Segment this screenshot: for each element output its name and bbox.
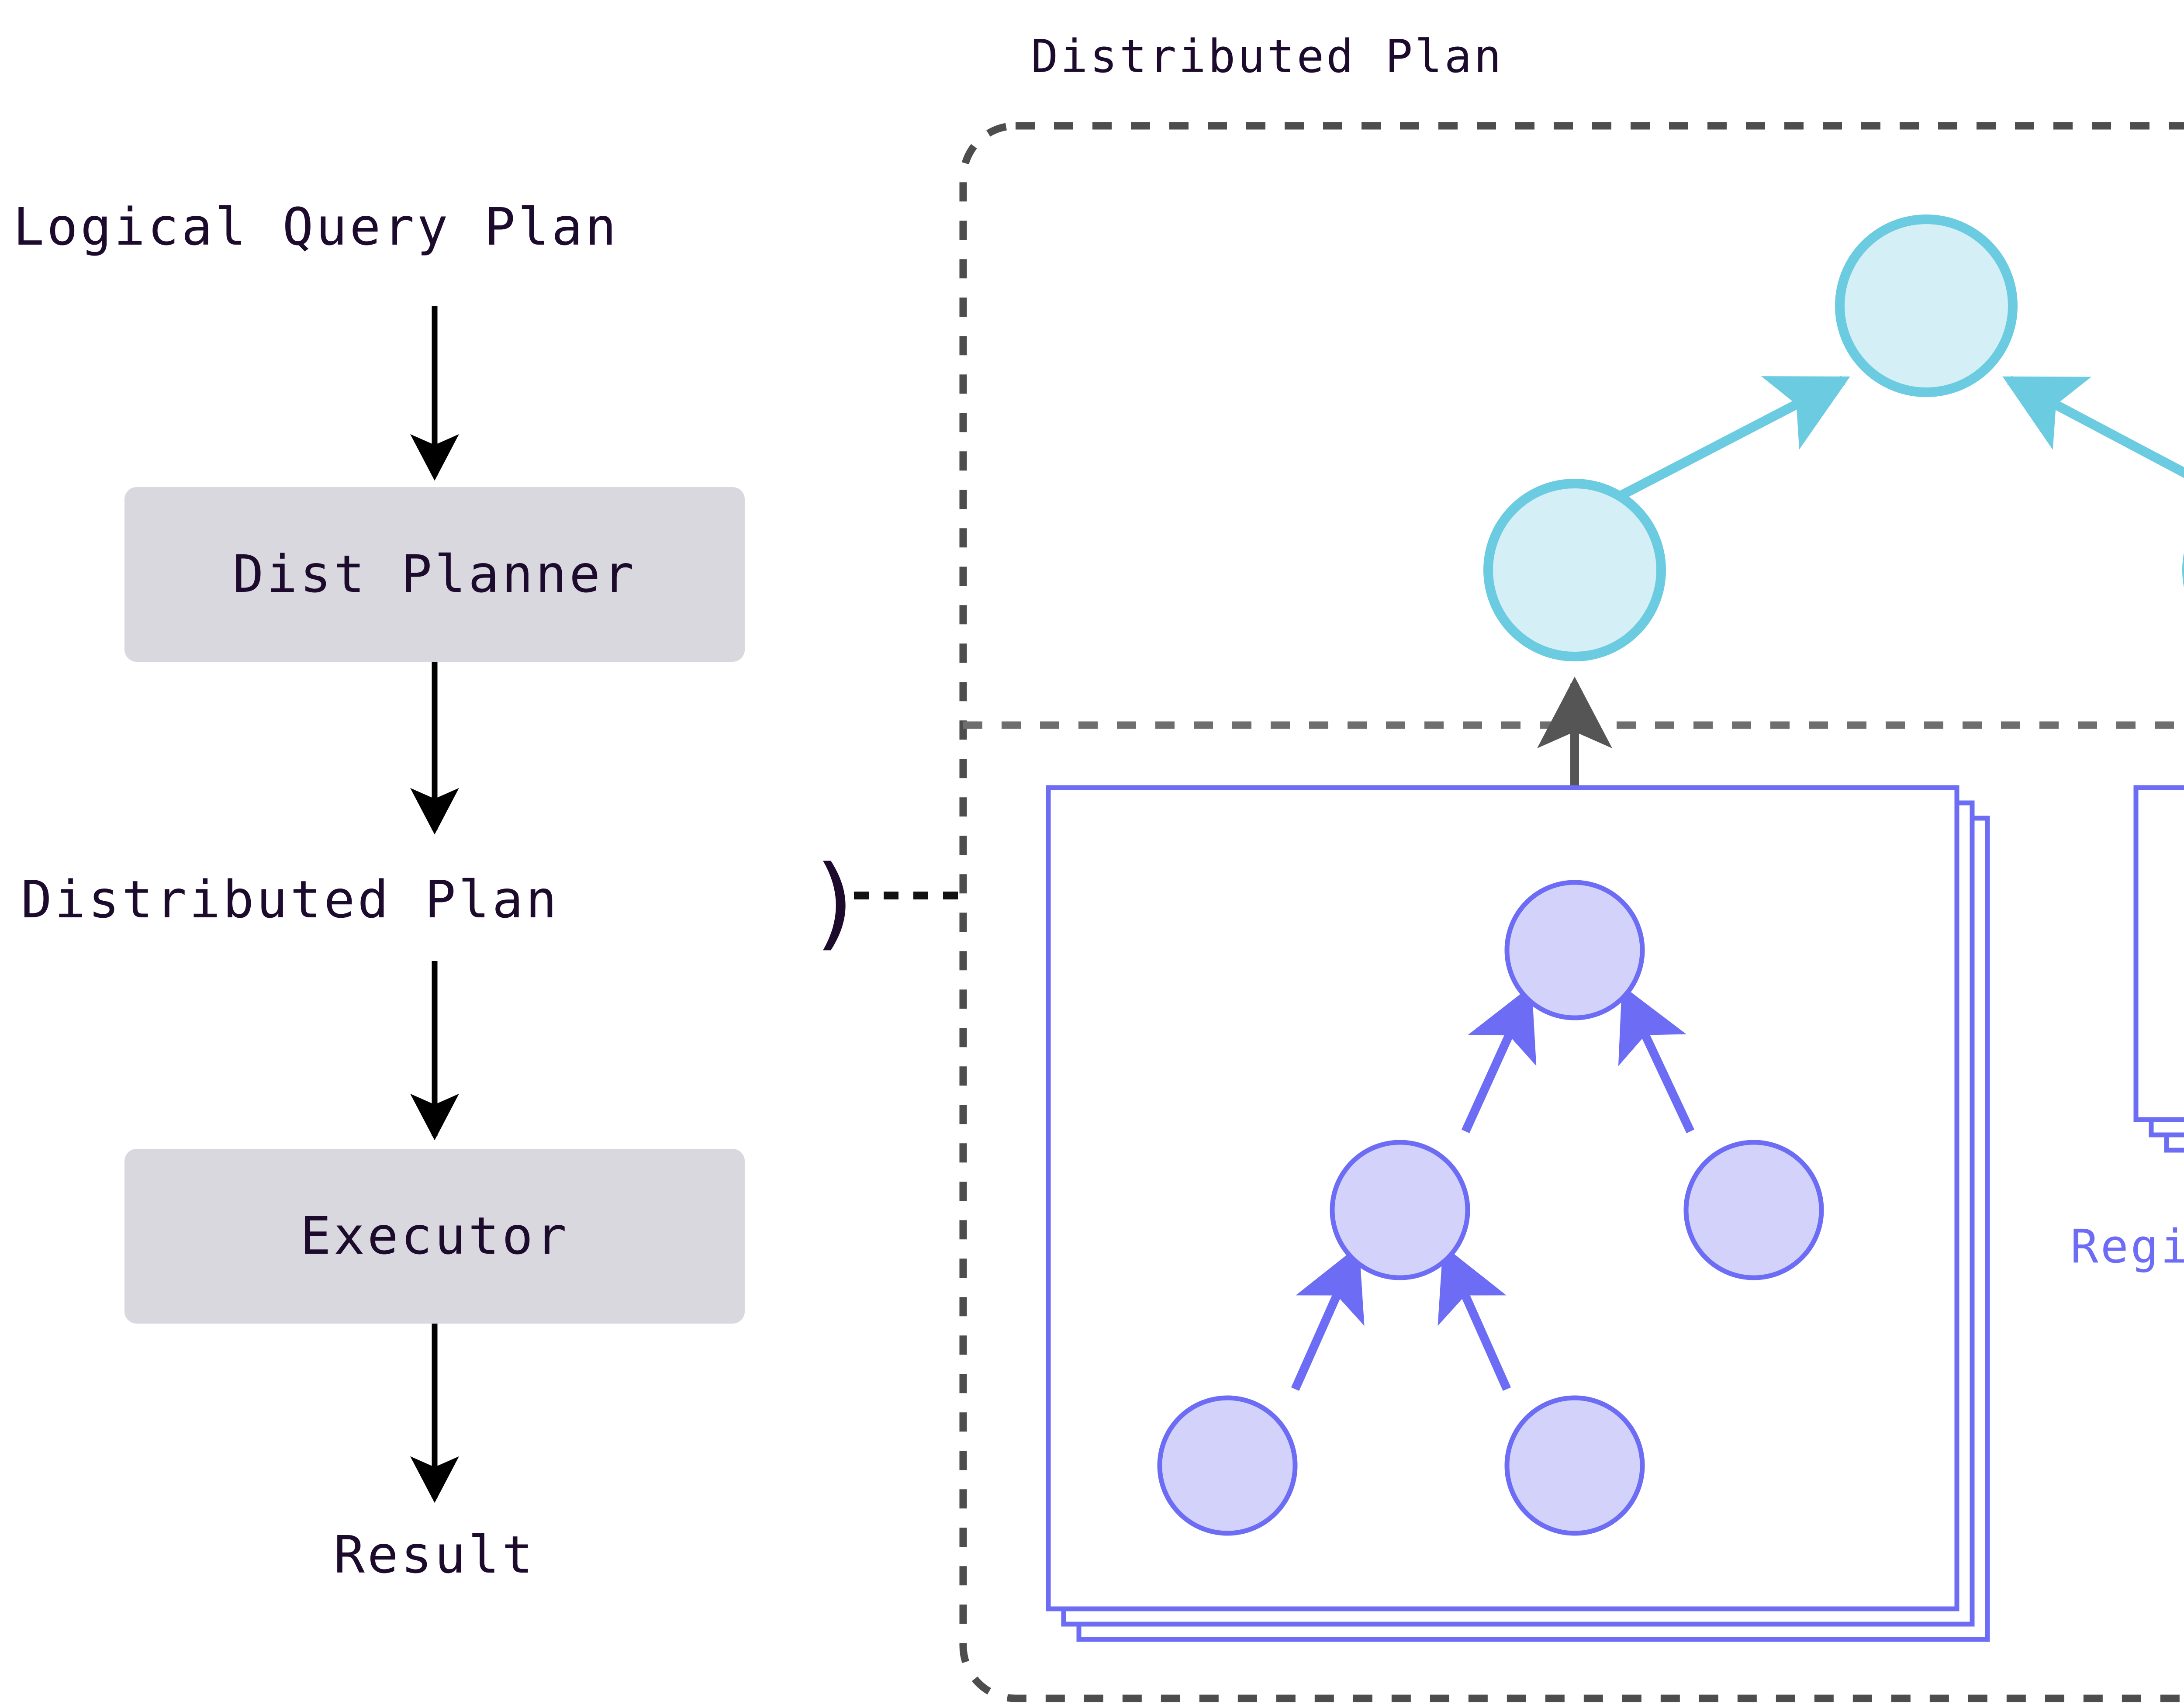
brace-glyph: ) (806, 844, 866, 961)
right-region-card-front[interactable] (2133, 785, 2184, 1122)
edge-frontend-right-to-root (2002, 376, 2184, 478)
pipeline-title: Logical Query Plan (13, 197, 619, 257)
left-region-node-mid[interactable] (1330, 1140, 1470, 1280)
frontend-node-left[interactable] (1483, 479, 1666, 661)
dist-planner-box[interactable] (124, 487, 745, 662)
edge-left-leaf2-to-mid (1438, 1245, 1511, 1391)
distributed-plan-container (959, 122, 2184, 1702)
edge-left-mid-to-top (1461, 985, 1537, 1134)
left-region-node-leaf1[interactable] (1157, 1395, 1298, 1536)
edge-frontend-left-to-root (1614, 376, 1850, 502)
left-region-node-top[interactable] (1504, 880, 1645, 1020)
distributed-plan-title: Distributed Plan (1031, 30, 1503, 83)
executor-label: Executor (300, 1206, 569, 1266)
edge-left-right-to-top (1618, 985, 1695, 1134)
regions-label: Regions (2070, 1220, 2184, 1273)
edge-left-leaf1-to-mid (1291, 1245, 1365, 1391)
distributed-plan-artifact-label: Distributed Plan (21, 869, 560, 930)
result-label: Result (334, 1525, 536, 1585)
executor-box[interactable] (124, 1149, 745, 1324)
dist-planner-label: Dist Planner (233, 544, 637, 604)
frontend-node-root[interactable] (1835, 214, 2018, 397)
left-region-node-right[interactable] (1683, 1140, 1824, 1280)
left-region-node-leaf2[interactable] (1504, 1395, 1645, 1536)
